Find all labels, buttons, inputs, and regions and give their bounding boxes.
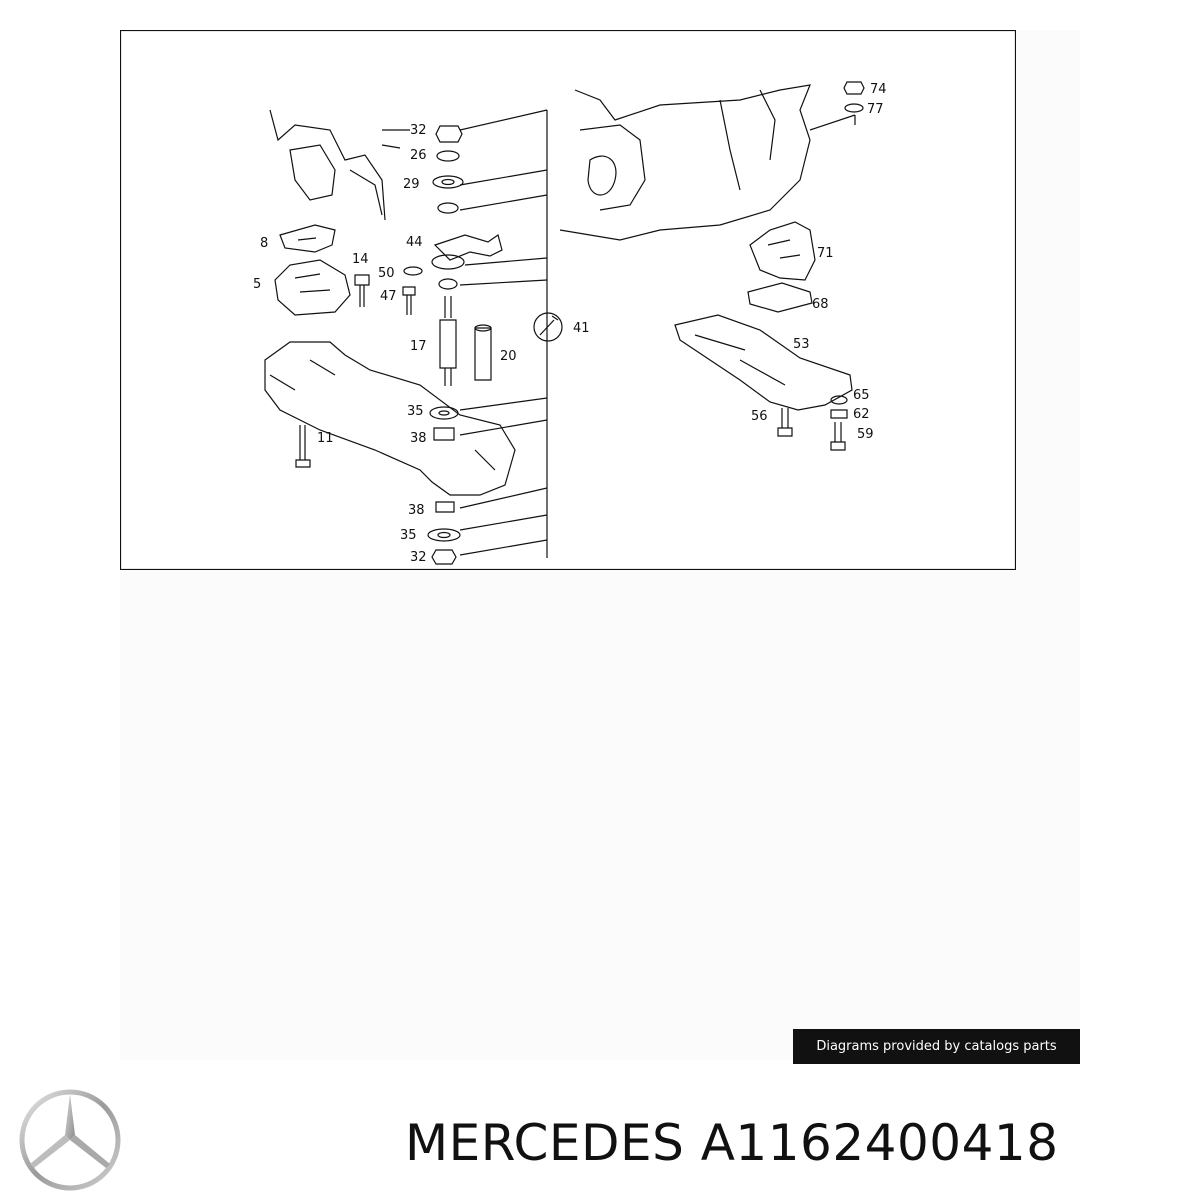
callout-14: 14 <box>352 252 369 267</box>
callout-17: 17 <box>410 339 427 354</box>
callout-32-top: 32 <box>410 123 427 138</box>
callout-41: 41 <box>573 321 590 336</box>
callout-56: 56 <box>751 409 768 424</box>
callout-29: 29 <box>403 177 420 192</box>
callout-53: 53 <box>793 337 810 352</box>
callout-8: 8 <box>260 236 268 251</box>
callout-77: 77 <box>867 102 884 117</box>
callout-44: 44 <box>406 235 423 250</box>
callout-74: 74 <box>870 82 887 97</box>
callout-35-lower: 35 <box>400 528 417 543</box>
callout-65: 65 <box>853 388 870 403</box>
callout-59: 59 <box>857 427 874 442</box>
diagram-border <box>120 30 1016 570</box>
callout-38-lower: 38 <box>408 503 425 518</box>
callout-71: 71 <box>817 246 834 261</box>
part-number-title: MERCEDES A1162400418 <box>405 1114 1059 1172</box>
callout-50: 50 <box>378 266 395 281</box>
callout-35-mid: 35 <box>407 404 424 419</box>
mercedes-star-logo <box>19 1089 121 1191</box>
callout-20: 20 <box>500 349 517 364</box>
callout-5: 5 <box>253 277 261 292</box>
callout-38-mid: 38 <box>410 431 427 446</box>
callout-11: 11 <box>317 431 334 446</box>
callout-47: 47 <box>380 289 397 304</box>
callout-32-lower: 32 <box>410 550 427 565</box>
callout-68: 68 <box>812 297 829 312</box>
callout-26: 26 <box>410 148 427 163</box>
parts-diagram: 32 26 29 8 44 14 50 5 47 17 20 41 35 11 … <box>120 30 1016 570</box>
callout-62: 62 <box>853 407 870 422</box>
diagram-credit-badge: Diagrams provided by catalogs parts <box>793 1029 1080 1064</box>
